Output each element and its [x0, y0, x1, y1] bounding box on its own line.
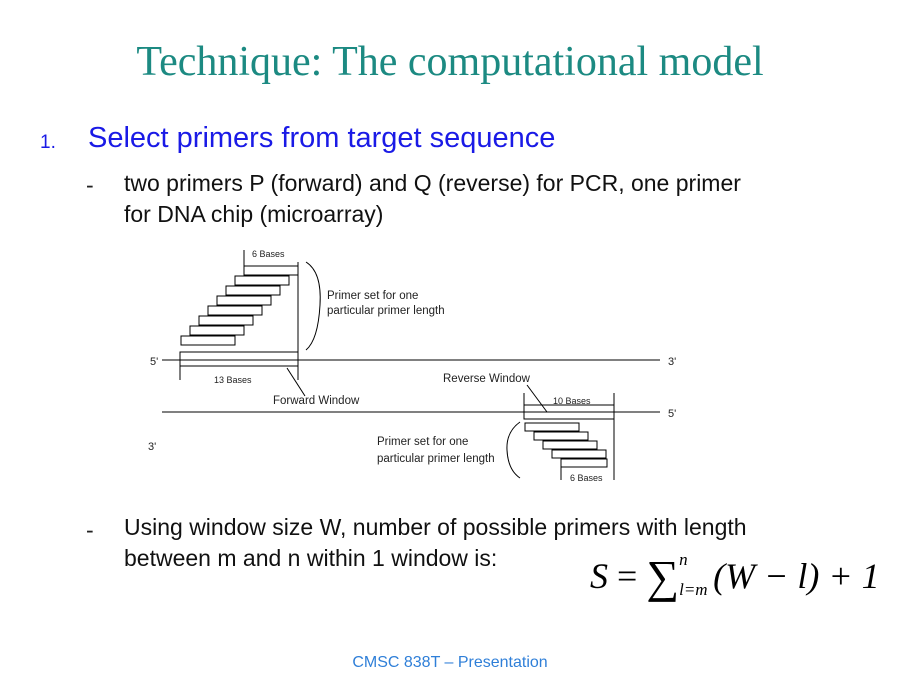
primer-set-top-line1: Primer set for one: [327, 290, 418, 302]
formula-lower-limit: l=m: [679, 579, 708, 599]
reverse-primer: [560, 458, 608, 468]
top-brace: [305, 261, 321, 351]
primer-count-formula: S = ∑n l=m(W − l) + 1: [590, 546, 880, 602]
forward-window-label: Forward Window: [273, 395, 360, 407]
forward-primer: [189, 325, 245, 336]
forward-window-pointer: [286, 367, 306, 397]
forward-window-box: [179, 351, 299, 367]
list-number: 1.: [40, 132, 56, 153]
bullet2-line1: Using window size W, number of possible …: [124, 514, 747, 540]
formula-equals: =: [617, 556, 638, 596]
forward-primer: [225, 285, 281, 296]
reverse-primer: [533, 431, 589, 441]
thirteen-bases-label: 13 Bases: [214, 375, 252, 385]
formula-lhs: S: [590, 556, 608, 596]
forward-primer: [243, 265, 299, 276]
formula-body: (W − l) + 1: [713, 556, 880, 596]
bullet1-line2: for DNA chip (microarray): [124, 201, 384, 227]
bottom-5-label: 5': [668, 408, 676, 420]
reverse-primer: [551, 449, 607, 459]
forward-primer: [207, 305, 263, 316]
slide-title: Technique: The computational model: [136, 39, 764, 85]
reverse-window-pointer: [526, 384, 548, 413]
top-3-label: 3': [668, 356, 676, 368]
reverse-primer: [542, 440, 598, 450]
bottom-brace: [506, 421, 521, 479]
list-heading: Select primers from target sequence: [88, 122, 556, 154]
forward-primer: [234, 275, 290, 286]
bullet-marker: -: [86, 517, 94, 543]
forward-primer: [180, 335, 236, 346]
reverse-window-label: Reverse Window: [443, 373, 531, 385]
ten-bases-label: 10 Bases: [553, 396, 591, 406]
bullet-marker: -: [86, 172, 94, 198]
primer-set-bottom-line1: Primer set for one: [377, 436, 468, 448]
forward-primer: [216, 295, 272, 306]
primer-set-bottom-line2: particular primer length: [377, 453, 495, 465]
reverse-primer: [524, 422, 580, 432]
six-bases-bottom-label: 6 Bases: [570, 473, 603, 483]
bottom-3-label: 3': [148, 441, 156, 453]
forward-primer: [198, 315, 254, 326]
slide-footer: CMSC 838T – Presentation: [352, 654, 548, 671]
primer-set-top-line2: particular primer length: [327, 305, 445, 317]
six-bases-top-label: 6 Bases: [252, 249, 285, 259]
bullet1-line1: two primers P (forward) and Q (reverse) …: [124, 170, 741, 196]
sigma-symbol: ∑: [646, 551, 680, 602]
top-5-label: 5': [150, 356, 158, 368]
formula-upper-limit: n: [679, 549, 688, 569]
bullet2-line2: between m and n within 1 window is:: [124, 545, 498, 571]
